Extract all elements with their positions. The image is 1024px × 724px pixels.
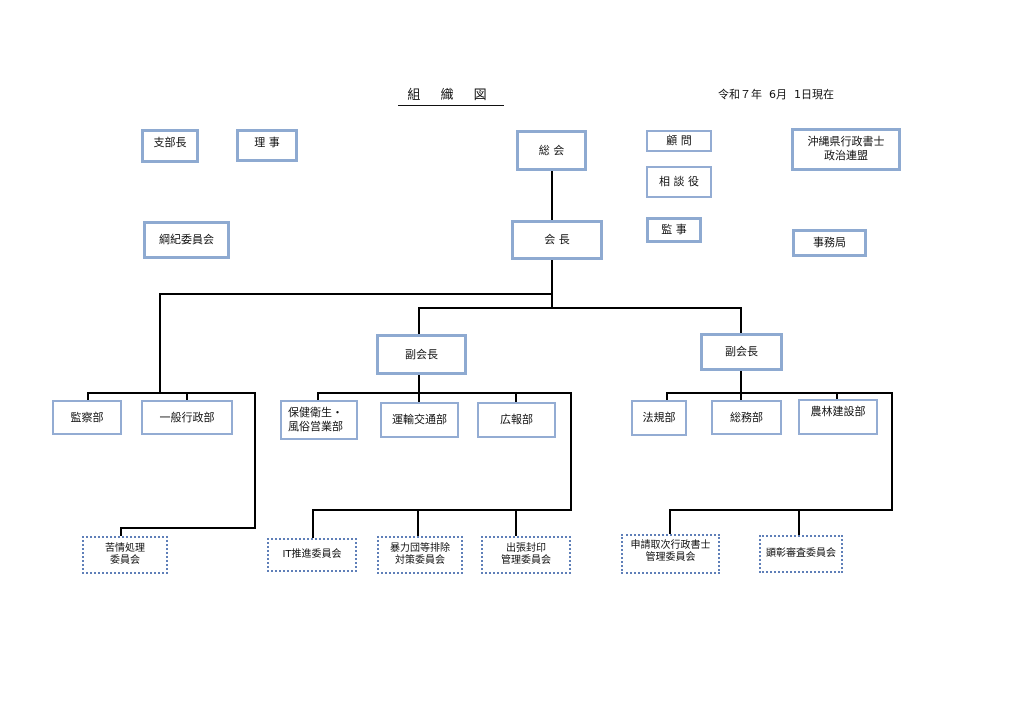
branch-chief-label: 支部長 (153, 136, 187, 149)
advisor-label: 顧 問 (666, 134, 692, 147)
branch-chief-box: 支部長 (141, 129, 199, 163)
general-assembly-label: 総 会 (538, 143, 565, 157)
discipline-committee-box: 綱紀委員会 (143, 221, 230, 259)
secretariat-label: 事務局 (813, 236, 846, 249)
vice-president-right-label: 副会長 (725, 345, 758, 358)
general-assembly-box: 総 会 (516, 130, 587, 171)
general-administration-department-box: 一般行政部 (141, 400, 233, 435)
application-agent-committee-label: 申請取次行政書士 管理委員会 (630, 540, 711, 563)
president-label: 会 長 (544, 233, 570, 246)
as-of-date: 令和７年 6月 1日現在 (718, 88, 834, 101)
public-relations-department-box: 広報部 (477, 402, 556, 438)
legal-department-box: 法規部 (631, 400, 687, 436)
political-federation-label: 沖縄県行政書士 政治連盟 (807, 135, 885, 162)
anti-crime-committee-label: 暴力団等排除 対策委員会 (390, 543, 450, 566)
commendation-committee-box: 顕彰審査委員会 (759, 535, 843, 573)
director-label: 理 事 (254, 136, 280, 149)
consultant-box: 相 談 役 (646, 166, 712, 198)
seal-management-committee-box: 出張封印 管理委員会 (481, 536, 571, 574)
director-box: 理 事 (236, 129, 298, 162)
health-entertainment-department-label: 保健衛生・ 風俗営業部 (288, 406, 343, 433)
secretariat-box: 事務局 (792, 229, 867, 257)
auditor-box: 監 事 (646, 217, 702, 243)
public-relations-department-label: 広報部 (500, 413, 533, 426)
vice-president-left-box: 副会長 (376, 334, 467, 375)
it-committee-box: IT推進委員会 (267, 538, 357, 572)
discipline-committee-label: 綱紀委員会 (159, 233, 214, 246)
political-federation-box: 沖縄県行政書士 政治連盟 (791, 128, 901, 171)
page-title: 組 織 図 (398, 84, 504, 106)
complaint-committee-label: 苦情処理 委員会 (105, 543, 145, 566)
president-box: 会 長 (511, 220, 603, 260)
vice-president-left-label: 副会長 (405, 347, 438, 361)
audit-department-box: 監察部 (52, 400, 122, 435)
anti-crime-committee-box: 暴力団等排除 対策委員会 (377, 536, 463, 574)
it-committee-label: IT推進委員会 (282, 549, 342, 560)
agriculture-construction-department-box: 農林建設部 (798, 399, 878, 435)
general-affairs-department-label: 総務部 (730, 410, 763, 424)
transport-department-box: 運輸交通部 (380, 402, 459, 438)
general-administration-department-label: 一般行政部 (159, 410, 215, 424)
health-entertainment-department-box: 保健衛生・ 風俗営業部 (280, 400, 358, 440)
audit-department-label: 監察部 (70, 410, 104, 424)
agriculture-construction-department-label: 農林建設部 (810, 405, 866, 418)
complaint-committee-box: 苦情処理 委員会 (82, 536, 168, 574)
seal-management-committee-label: 出張封印 管理委員会 (501, 543, 551, 566)
general-affairs-department-box: 総務部 (711, 400, 782, 435)
advisor-box: 顧 問 (646, 130, 712, 152)
legal-department-label: 法規部 (642, 411, 676, 424)
consultant-label: 相 談 役 (659, 175, 699, 188)
commendation-committee-label: 顕彰審査委員会 (766, 548, 836, 559)
application-agent-committee-box: 申請取次行政書士 管理委員会 (621, 534, 720, 574)
auditor-label: 監 事 (661, 223, 687, 236)
transport-department-label: 運輸交通部 (392, 413, 447, 426)
vice-president-right-box: 副会長 (700, 333, 783, 371)
